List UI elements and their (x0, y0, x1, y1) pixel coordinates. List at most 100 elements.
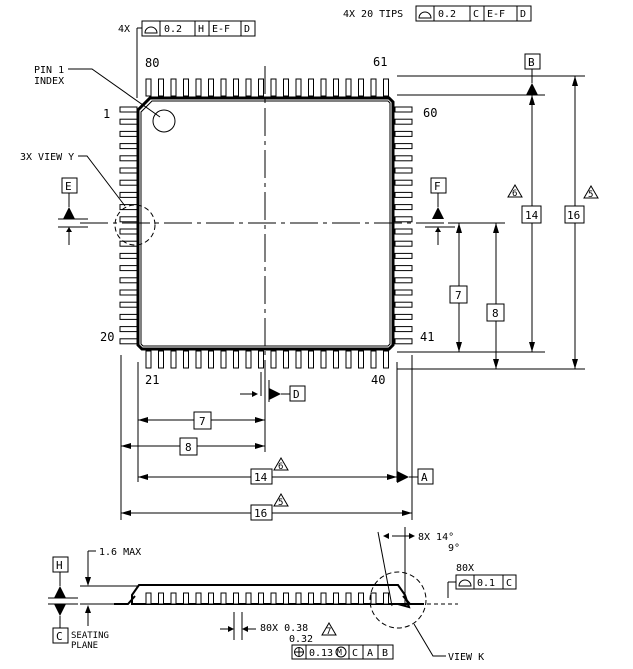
lead-right (394, 277, 413, 284)
dim-8-vertical: 8 (492, 307, 499, 320)
pin-20-label: 20 (100, 330, 114, 344)
lead-top (333, 78, 339, 97)
lead-top (170, 78, 177, 97)
lead-side (220, 592, 227, 605)
mmc-icon (335, 646, 347, 658)
position-datum-c: C (352, 648, 358, 659)
fcf-top-left-datum-h: H (198, 24, 204, 35)
dim-14-vertical: 14 (525, 209, 539, 222)
pin1-index-label-1: PIN 1 (34, 65, 64, 76)
leads-bottom (145, 350, 389, 369)
datum-h-label: H (56, 559, 63, 572)
lead-top (345, 78, 352, 97)
view-k-label: VIEW K (448, 652, 484, 663)
lead-bottom (220, 350, 227, 369)
datum-e-label: E (65, 180, 72, 193)
fcf-top-right: 4X 20 TIPS 0.2 C E-F D (343, 5, 532, 22)
lead-left (119, 289, 138, 296)
fcf-top-right-datum-d: D (520, 9, 526, 20)
datum-h: H (48, 556, 78, 599)
dim-8-horizontal: 8 (185, 441, 192, 454)
lead-left (119, 143, 138, 150)
lead-bottom (195, 350, 202, 369)
position-datum-a: A (367, 648, 373, 659)
profile-of-surface-icon (418, 11, 432, 19)
datum-f: F (425, 177, 455, 245)
pin-41-label: 41 (420, 330, 434, 344)
lead-bottom (345, 350, 352, 369)
lead-left (119, 118, 138, 125)
lead-right (394, 216, 413, 223)
dim-7-vertical: 7 (455, 289, 462, 302)
note-5-horizontal: 5 (278, 498, 283, 508)
lead-bottom (295, 350, 302, 369)
lead-left (119, 155, 138, 162)
fcf-position: 0.13 M C A B (291, 644, 394, 660)
lead-right (394, 252, 413, 259)
lead-side (270, 592, 277, 605)
lead-left (119, 228, 138, 235)
profile-of-surface-icon (458, 579, 472, 587)
lead-side (283, 592, 289, 605)
lead-left (119, 265, 138, 272)
lead-top (383, 78, 389, 97)
lead-left (119, 338, 138, 345)
lead-top (295, 78, 302, 97)
datum-d-label: D (293, 388, 300, 401)
lead-right (394, 265, 413, 272)
lead-top (220, 78, 227, 97)
lead-right (394, 240, 413, 247)
pin1-index-label-2: INDEX (34, 76, 64, 87)
lead-bottom (208, 350, 214, 369)
lead-left (119, 179, 138, 186)
side-leads (145, 592, 389, 605)
lead-right (394, 338, 413, 345)
lead-bottom (170, 350, 177, 369)
fcf-top-left-datum-d: D (244, 24, 250, 35)
fcf-top-right-tol: 0.2 (438, 9, 456, 20)
lead-side (383, 592, 389, 605)
pin-60-label: 60 (423, 106, 437, 120)
lead-bottom (358, 350, 364, 369)
view-y-circle (114, 204, 156, 246)
lead-right (394, 167, 413, 174)
fcf-top-right-datum-c: C (473, 9, 479, 20)
lead-top (208, 78, 214, 97)
coplanarity-prefix: 80X (456, 563, 474, 574)
lead-bottom (333, 350, 339, 369)
lead-left (119, 167, 138, 174)
datum-e: E (58, 177, 88, 245)
lead-bottom (233, 350, 239, 369)
dim-16-horizontal: 16 (254, 507, 267, 520)
lead-right (394, 228, 413, 235)
lead-bottom (283, 350, 289, 369)
lead-bottom (383, 350, 389, 369)
datum-d: D (240, 372, 306, 402)
lead-top (145, 78, 152, 97)
position-mmc: M (337, 648, 342, 657)
package-side-view (114, 584, 424, 609)
lead-width-label: 80X 0.38 (260, 623, 308, 634)
lead-width-min-label: 0.32 (289, 634, 313, 645)
fcf-top-left-datum-ef: E-F (212, 24, 230, 35)
lead-side (158, 592, 164, 605)
datum-b-label: B (528, 56, 535, 69)
seating-plane-label-1: SEATING (71, 631, 109, 641)
seating-plane-label-2: PLANE (71, 641, 98, 651)
lead-top (158, 78, 164, 97)
note-6-vertical: 6 (512, 189, 517, 199)
lead-left (119, 252, 138, 259)
angle-min-label: 9° (448, 543, 460, 554)
lead-top (370, 78, 377, 97)
lead-side (295, 592, 302, 605)
fcf-coplanarity: 80X 0.1 C (420, 563, 517, 605)
pin-61-label: 61 (373, 55, 387, 69)
datum-c: C SEATING PLANE (48, 603, 109, 651)
lead-right (394, 118, 413, 125)
lead-side (183, 592, 189, 605)
lead-top (270, 78, 277, 97)
lead-bottom (145, 350, 152, 369)
lead-top (258, 78, 264, 97)
leads-right (394, 106, 413, 345)
